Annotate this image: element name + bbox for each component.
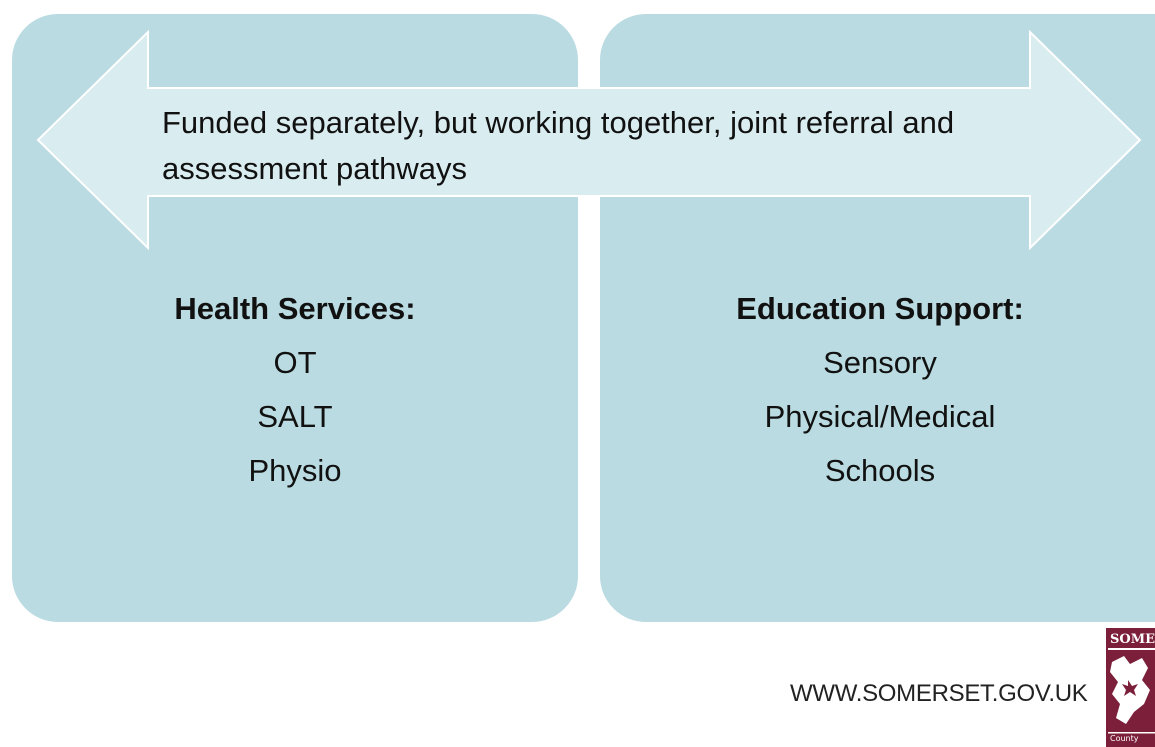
website-url: WWW.SOMERSET.GOV.UK <box>790 680 1088 707</box>
list-item: SALT <box>257 399 333 434</box>
list-item: OT <box>273 345 317 380</box>
health-services-heading: Health Services: <box>174 291 416 326</box>
list-item: Sensory <box>823 345 937 380</box>
list-item: Physio <box>248 453 342 488</box>
logo-emblem-icon <box>1108 648 1155 734</box>
education-support-heading: Education Support: <box>736 291 1024 326</box>
somerset-logo: SOME County <box>1106 628 1155 747</box>
logo-text: SOME <box>1110 632 1155 647</box>
list-item: Physical/Medical <box>764 399 996 434</box>
education-support-list: Education Support: Sensory Physical/Medi… <box>680 282 1080 498</box>
logo-subtext: County <box>1110 734 1139 743</box>
health-services-list: Health Services: OT SALT Physio <box>100 282 490 498</box>
double-headed-arrow <box>36 29 1142 251</box>
list-item: Schools <box>824 453 936 488</box>
arrow-label: Funded separately, but working together,… <box>162 105 955 186</box>
